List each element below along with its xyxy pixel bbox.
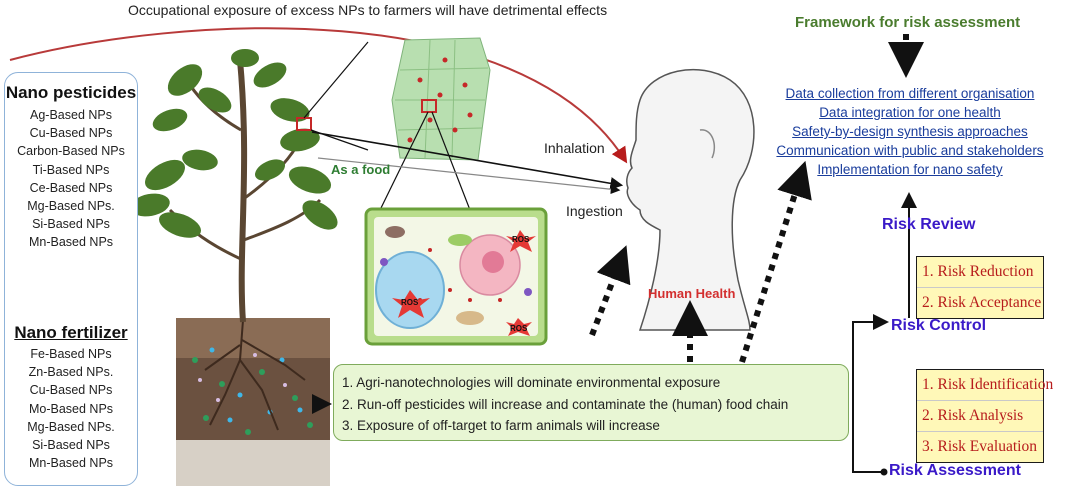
risk-review-label: Risk Review — [882, 216, 976, 233]
nano-fertilizer-title: Nano fertilizer — [14, 323, 128, 342]
exposure-list: 1. Agri-nanotechnologies will dominate e… — [342, 372, 788, 437]
risk-assessment-dot — [880, 468, 888, 476]
framework-item: Data integration for one health — [819, 105, 1001, 120]
leaf-cell-inset — [303, 37, 491, 211]
as-a-food-label: As a food — [331, 162, 391, 177]
ros-label-2: ROS — [512, 235, 530, 244]
risk-control-label: Risk Control — [891, 317, 987, 334]
exposure-item: 3. Exposure of off-target to farm animal… — [342, 418, 660, 433]
list-item: Carbon-Based NPs — [17, 144, 125, 159]
list-item: Cu-Based NPs — [29, 383, 113, 398]
nano-pesticides-list: Ag-Based NPs Cu-Based NPs Carbon-Based N… — [5, 106, 137, 252]
exposure-item: 1. Agri-nanotechnologies will dominate e… — [342, 375, 721, 390]
exposure-box: 1. Agri-nanotechnologies will dominate e… — [333, 364, 849, 441]
framework-item: Implementation for nano safety — [817, 162, 1003, 177]
risk-assessment-label: Risk Assessment — [889, 462, 1021, 479]
human-head-illustration — [626, 68, 755, 331]
framework-item: Communication with public and stakeholde… — [776, 143, 1044, 158]
list-item: Mg-Based NPs. — [27, 199, 115, 214]
framework-dotted-arrow-1 — [739, 160, 812, 363]
inhalation-arrow — [311, 131, 624, 190]
risk-assessment-box: 1. Risk Identification 2. Risk Analysis … — [916, 369, 1053, 463]
list-item: Fe-Based NPs — [30, 347, 112, 361]
inhalation-label: Inhalation — [544, 140, 605, 156]
risk-control-item: 2. Risk Acceptance — [922, 294, 1042, 311]
list-item: Si-Based NPs — [32, 217, 110, 232]
occupational-exposure-caption: Occupational exposure of excess NPs to f… — [128, 2, 608, 18]
risk-assessment-item: 3. Risk Evaluation — [922, 438, 1037, 455]
human-health-label: Human Health — [648, 286, 736, 301]
plant-cell-illustration: ROS ROS ROS — [364, 207, 548, 346]
framework-item: Data collection from different organisat… — [785, 86, 1035, 101]
nano-sources-panel: Nano pesticides Ag-Based NPs Cu-Based NP… — [4, 72, 138, 486]
soil-to-exposure-arrow — [312, 394, 332, 414]
framework-list: Data collection from different organisat… — [760, 84, 1060, 179]
list-item: Mo-Based NPs — [28, 401, 114, 416]
list-item: Ti-Based NPs — [32, 162, 110, 177]
ros-label-3: ROS — [510, 324, 528, 333]
nano-fertilizer-list: Fe-Based NPs Zn-Based NPs. Cu-Based NPs … — [5, 345, 137, 472]
risk-control-item: 1. Risk Reduction — [917, 257, 1043, 288]
list-item: Ce-Based NPs — [29, 180, 113, 195]
risk-assessment-item: 1. Risk Identification — [917, 370, 1053, 401]
plant-illustration — [130, 49, 338, 323]
risk-assessment-item: 2. Risk Analysis — [917, 401, 1043, 432]
list-item: Ag-Based NPs — [30, 108, 112, 122]
list-item: Mn-Based NPs — [28, 456, 114, 471]
list-item: Mg-Based NPs. — [27, 419, 115, 434]
soil-illustration — [176, 318, 330, 486]
list-item: Cu-Based NPs — [29, 126, 113, 141]
exposure-item: 2. Run-off pesticides will increase and … — [342, 396, 789, 412]
list-item: Zn-Based NPs. — [28, 365, 114, 380]
ingestion-dotted-arrow — [589, 245, 631, 337]
nano-pesticides-title: Nano pesticides — [5, 83, 137, 102]
framework-title: Framework for risk assessment — [795, 14, 1021, 31]
risk-flow-lines — [852, 192, 917, 473]
list-item: Mn-Based NPs — [28, 235, 114, 250]
framework-item: Safety-by-design synthesis approaches — [792, 124, 1028, 139]
ingestion-label: Ingestion — [566, 203, 623, 219]
list-item: Si-Based NPs — [32, 438, 110, 453]
occupational-exposure-arrow — [9, 27, 628, 164]
ros-label-1: ROS — [401, 298, 419, 307]
food-arrow — [317, 157, 621, 195]
risk-control-box: 1. Risk Reduction 2. Risk Acceptance — [916, 256, 1044, 319]
